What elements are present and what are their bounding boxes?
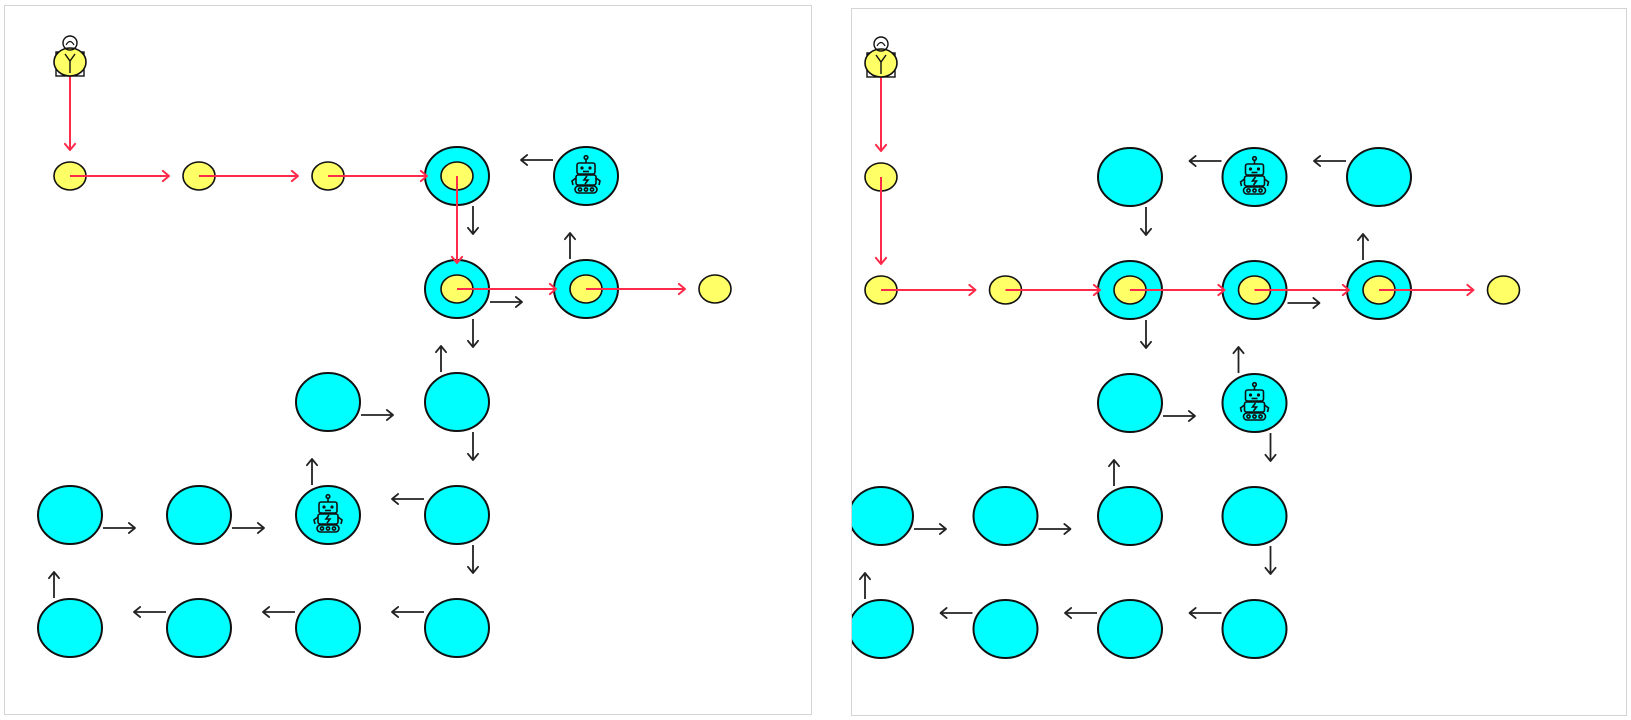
node [37, 598, 103, 658]
flow-arrow [1108, 459, 1120, 486]
route-arrow [450, 176, 464, 264]
flow-arrow [1313, 155, 1346, 167]
route-arrow [1379, 283, 1475, 297]
node [1097, 373, 1163, 433]
route-arrow [1254, 283, 1350, 297]
node [424, 485, 490, 545]
flow-arrow [391, 493, 424, 505]
tokens-layer [53, 161, 732, 304]
icons-layer [53, 35, 601, 533]
flow-arrow [1357, 233, 1369, 260]
flow-arrows-layer [859, 155, 1369, 619]
node [852, 599, 914, 659]
flow-arrow [435, 345, 447, 372]
flow-arrows-layer [48, 154, 576, 618]
node [1221, 599, 1288, 659]
flow-arrow [103, 522, 136, 534]
flow-arrow [1140, 320, 1152, 349]
flow-arrow [391, 606, 424, 618]
grid-canvas-right [852, 36, 1521, 659]
node [424, 372, 490, 432]
route-arrow [1005, 283, 1101, 297]
route-arrow [457, 282, 557, 296]
nodes-layer [37, 146, 619, 658]
flow-arrow [467, 319, 479, 348]
flow-arrow [306, 458, 318, 485]
route-arrow [874, 177, 888, 265]
person-start-icon [864, 36, 898, 78]
flow-arrow [1287, 297, 1321, 309]
person-start-icon [53, 35, 87, 77]
node [1097, 147, 1163, 207]
flow-arrow [1140, 207, 1152, 236]
flow-arrow [1188, 155, 1222, 167]
node [424, 598, 490, 658]
flow-arrow [1264, 433, 1277, 462]
flow-arrow [1163, 410, 1196, 422]
route-arrow [199, 169, 299, 183]
node [295, 372, 361, 432]
route-arrow [586, 282, 686, 296]
node [1097, 486, 1163, 546]
node [166, 598, 232, 658]
route-path-layer [63, 71, 686, 296]
node [295, 598, 361, 658]
node [972, 486, 1039, 546]
route-path-layer [874, 72, 1475, 297]
flow-arrow [48, 571, 60, 598]
grid-panel-right [851, 8, 1627, 716]
node [37, 485, 103, 545]
route-arrow [63, 71, 77, 151]
flow-arrow [1232, 346, 1245, 373]
flow-arrow [490, 296, 523, 308]
nodes-layer [852, 147, 1412, 659]
grid-canvas-left [37, 35, 732, 658]
robot-icon [1239, 155, 1270, 195]
node [972, 599, 1039, 659]
robot-icon [1239, 381, 1270, 421]
flow-arrow [914, 523, 947, 535]
flow-arrow [232, 522, 265, 534]
flow-arrow [1038, 523, 1072, 535]
node [1221, 486, 1288, 546]
flow-arrow [133, 606, 166, 618]
token [1486, 275, 1521, 305]
flow-arrow [859, 572, 871, 599]
node [1097, 599, 1163, 659]
flow-arrow [361, 409, 394, 421]
tokens-layer [864, 162, 1521, 305]
flow-arrow [467, 545, 479, 574]
route-arrow [874, 72, 888, 152]
flow-arrow [1188, 607, 1222, 619]
node [166, 485, 232, 545]
flow-arrow [467, 432, 479, 461]
route-arrow [70, 169, 170, 183]
token [698, 274, 732, 304]
flow-arrow [1064, 607, 1097, 619]
flow-arrow [467, 206, 479, 235]
flow-arrow [564, 232, 576, 259]
node [1346, 147, 1412, 207]
node [852, 486, 914, 546]
route-arrow [1130, 283, 1226, 297]
route-arrow [881, 283, 977, 297]
flow-arrow [939, 607, 973, 619]
flow-arrow [520, 154, 553, 166]
flow-arrow [262, 606, 295, 618]
robot-icon [313, 493, 343, 533]
flow-arrow [1264, 546, 1277, 575]
robot-icon [571, 154, 601, 194]
route-arrow [328, 169, 428, 183]
grid-panel-left [4, 5, 812, 715]
icons-layer [864, 36, 1270, 421]
